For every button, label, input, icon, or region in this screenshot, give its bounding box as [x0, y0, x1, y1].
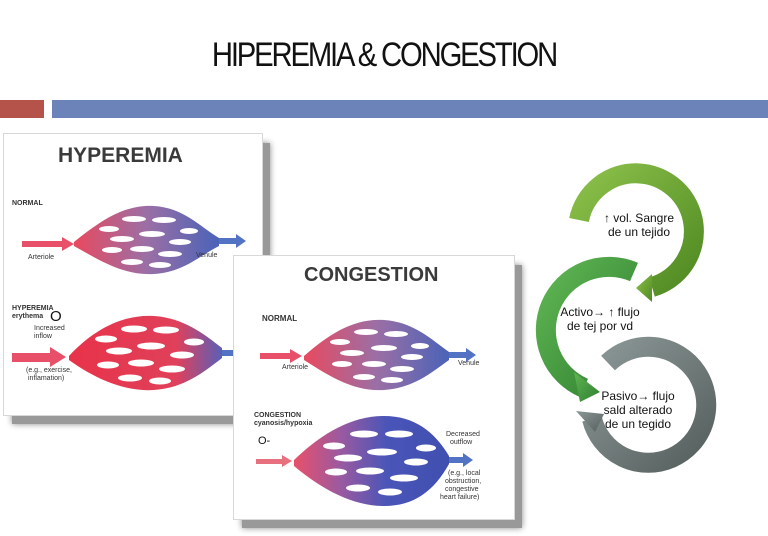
eg-line-3: congestive: [445, 486, 479, 493]
congestion-label: CONGESTION: [254, 412, 302, 419]
congestion-marker: O-: [258, 435, 271, 447]
cycle-bottom-line-1: Pasivo→ flujo: [601, 389, 675, 403]
hyperemia-vessel-network: [12, 315, 249, 391]
congestion-title: CONGESTION: [304, 264, 439, 286]
cycle-middle-line-2: de tej por vd: [566, 319, 634, 333]
erythema-label: erythema: [12, 313, 44, 320]
arteriole-label: Arteriole: [28, 254, 55, 261]
venule-label: Venule: [458, 360, 480, 367]
outflow-label: outflow: [450, 439, 473, 446]
cycle-top-line-1: ↑ vol. Sangre: [603, 211, 675, 225]
eg-line-1: (e.g., local: [448, 470, 481, 477]
congestion-illustration: [256, 319, 476, 506]
title-bar-accent: [0, 100, 44, 118]
cycle-bottom-line-2: sald alterado: [603, 403, 673, 417]
normal-label: NORMAL: [12, 200, 43, 207]
cycle-ring-middle: [535, 256, 638, 402]
venule-label: Venule: [196, 252, 218, 259]
cycle-middle-text: Activo→ ↑ flujo de tej por vd: [548, 305, 652, 333]
hyperemia-marker: O: [50, 308, 62, 325]
hyperemia-panel: HYPEREMIA NORMAL Arteriole Venule HYPERE…: [4, 134, 262, 415]
cycle-bottom-line-3: de un tegido: [604, 417, 672, 431]
hyperemia-title: HYPEREMIA: [58, 144, 183, 167]
inflammation-label: inflamation): [28, 375, 65, 382]
congestion-vessel-network: [256, 416, 473, 506]
congestion-normal-vessel-network: [260, 319, 476, 391]
slide-title: HIPEREMIA & CONGESTION: [211, 36, 558, 74]
increased-label: Increased: [34, 325, 65, 332]
cycle-top-line-2: de un tejido: [607, 225, 671, 239]
cycle-bottom-text: Pasivo→ flujo sald alterado de un tegido: [594, 389, 682, 431]
normal-vessel-network: [22, 205, 246, 275]
arteriole-label: Arteriole: [282, 364, 309, 371]
inflow-label: inflow: [34, 333, 52, 340]
decreased-label: Decreased: [446, 431, 480, 438]
hyperemia-illustration: [12, 205, 249, 391]
eg-line-2: obstruction,: [445, 478, 482, 485]
cycle-top-text: ↑ vol. Sangre de un tejido: [596, 211, 682, 239]
normal-label: NORMAL: [262, 314, 298, 323]
eg-line-4: heart failure): [440, 494, 480, 501]
cyanosis-label: cyanosis/hypoxia: [254, 420, 313, 427]
cycle-middle-line-1: Activo→ ↑ flujo: [560, 305, 640, 319]
eg-label: (e.g., exercise,: [26, 367, 72, 374]
hyperemia-label: HYPEREMIA: [12, 305, 54, 312]
congestion-panel: CONGESTION NORMAL Arteriole Venule CONGE…: [234, 256, 514, 519]
title-bar: [52, 100, 768, 118]
